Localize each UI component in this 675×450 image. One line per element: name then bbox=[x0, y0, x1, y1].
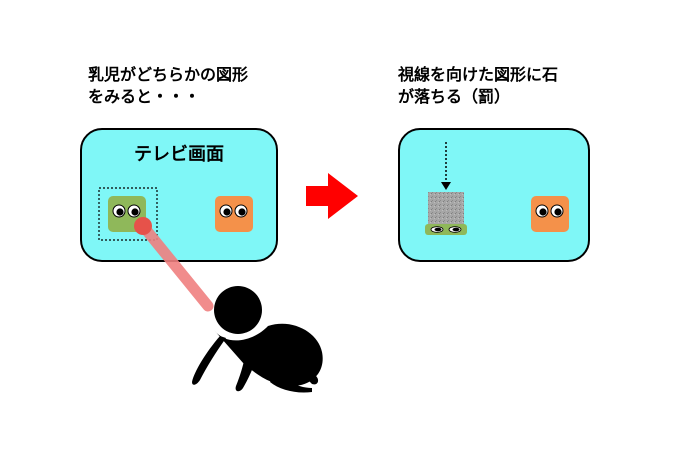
gaze-selection-frame bbox=[98, 187, 158, 241]
orange-figure-right bbox=[531, 196, 569, 232]
right-caption-line-2: が落ちる（罰） bbox=[398, 87, 511, 106]
falling-stone-icon bbox=[428, 192, 464, 226]
tv-screen-left: テレビ画面 bbox=[80, 128, 278, 262]
left-caption-line-2: をみると・・・ bbox=[88, 87, 201, 106]
orange-figure-left bbox=[215, 196, 253, 232]
gaze-point bbox=[134, 217, 152, 235]
gaze-beam bbox=[137, 220, 214, 312]
right-arrow-icon bbox=[306, 173, 358, 219]
left-caption: 乳児がどちらかの図形 をみると・・・ bbox=[88, 64, 248, 108]
tv-screen-label: テレビ画面 bbox=[134, 144, 224, 165]
right-caption-line-1: 視線を向けた図形に石 bbox=[398, 65, 559, 84]
squashed-green-figure bbox=[425, 224, 467, 235]
left-caption-line-1: 乳児がどちらかの図形 bbox=[88, 65, 249, 84]
dashed-arrow-head bbox=[441, 182, 451, 190]
right-caption: 視線を向けた図形に石 が落ちる（罰） bbox=[398, 64, 558, 108]
baby-silhouette-icon bbox=[192, 286, 323, 393]
